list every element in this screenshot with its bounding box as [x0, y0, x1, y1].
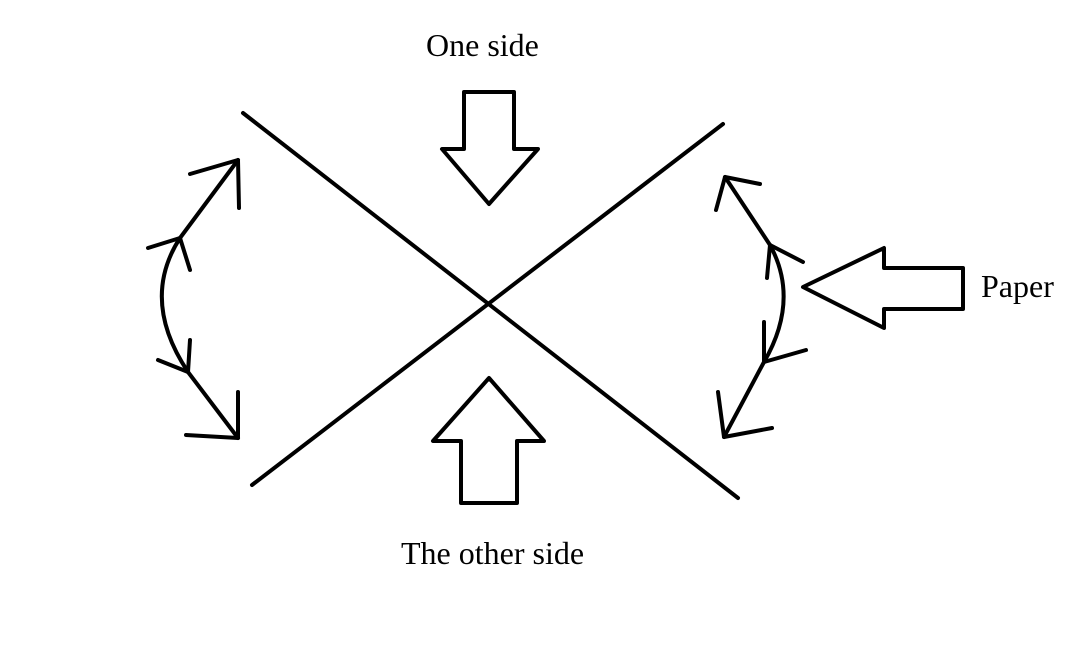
paper-block-arrow	[801, 246, 965, 330]
paper-label: Paper	[981, 268, 1054, 304]
left-midhead-top	[146, 236, 192, 272]
cross-line-descending	[241, 111, 740, 500]
left-arrowhead-bottom	[184, 390, 240, 440]
right-arrowhead-bottom	[716, 390, 774, 439]
other-side-label: The other side	[401, 535, 585, 571]
right-midhead-top	[765, 243, 805, 280]
left-curved-arrow	[146, 158, 241, 440]
right-curved-arrow	[714, 175, 808, 439]
right-midhead-bottom	[762, 320, 808, 364]
down-block-arrow	[440, 90, 540, 206]
left-arrowhead-top	[188, 158, 241, 210]
cross-line-ascending	[250, 122, 725, 487]
left-midhead-bottom	[156, 338, 192, 374]
right-arrowhead-top	[714, 175, 762, 212]
up-block-arrow	[431, 376, 546, 505]
one-side-label: One side	[426, 27, 539, 63]
